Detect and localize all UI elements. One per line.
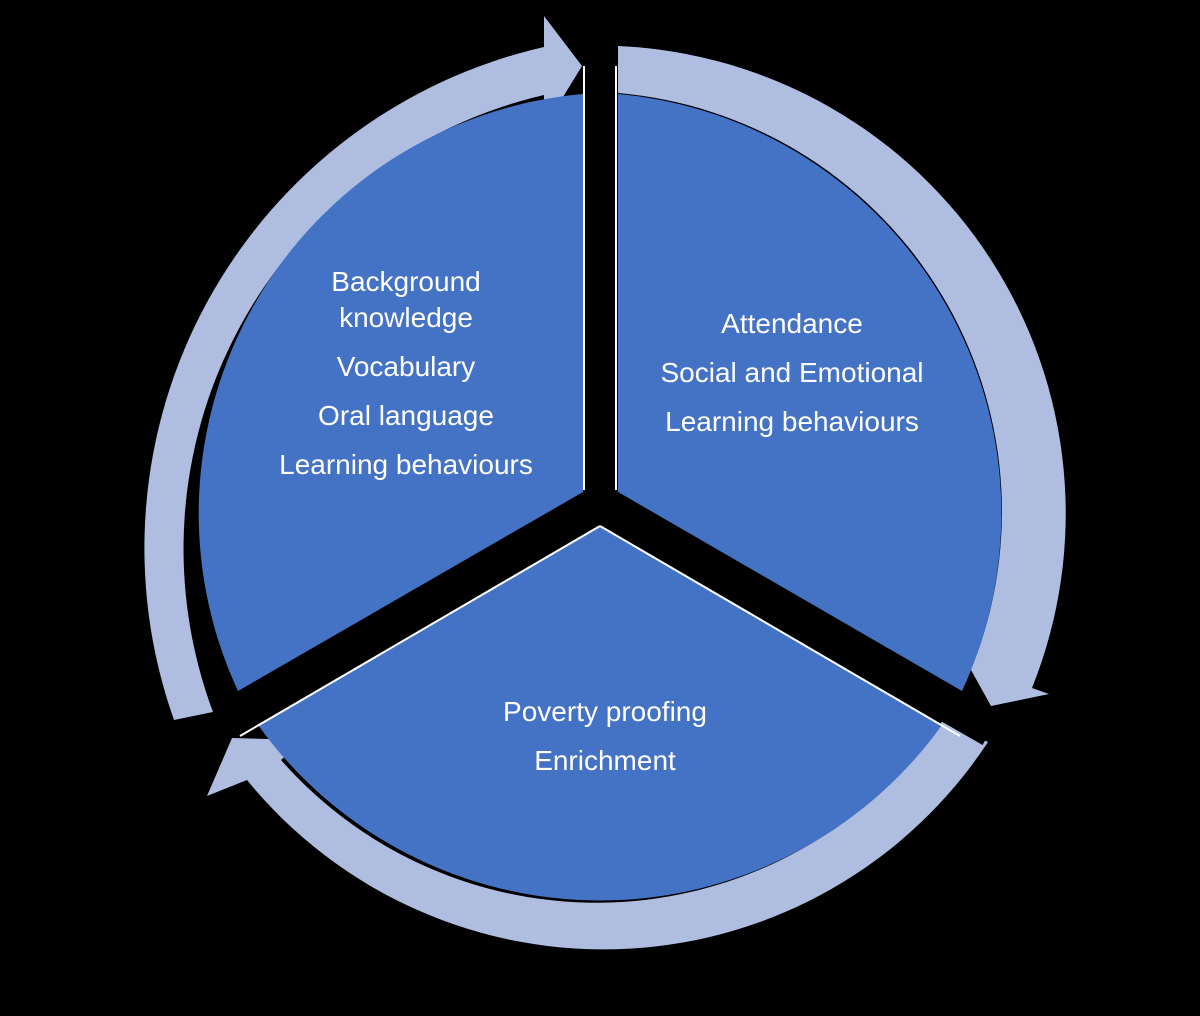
bottom-line-1: Poverty proofing — [503, 696, 707, 727]
upper-right-line-1: Attendance — [721, 308, 863, 339]
upper-left-line-4: Oral language — [318, 400, 494, 431]
upper-right-line-2: Social and Emotional — [660, 357, 923, 388]
separator-edge-right — [599, 525, 961, 737]
cycle-segments — [198, 94, 1002, 901]
upper-left-line-1: Background — [331, 266, 480, 297]
segment-bottom — [258, 525, 942, 901]
arrow-ring-left — [144, 16, 582, 720]
upper-left-line-3: Vocabulary — [337, 351, 476, 382]
segment-upper-right — [618, 94, 1002, 691]
arrow-ring-bottom — [207, 720, 988, 950]
upper-right-line-3: Learning behaviours — [665, 406, 919, 437]
upper-left-line-2: knowledge — [339, 302, 473, 333]
bottom-line-2: Enrichment — [534, 745, 676, 776]
segment-labels: Background knowledge Vocabulary Oral lan… — [279, 266, 923, 776]
segment-upper-left — [198, 94, 583, 691]
separator-left — [202, 494, 608, 746]
arrow-ring-right — [618, 46, 1066, 706]
cycle-arrows — [144, 16, 1066, 950]
segment-separators — [202, 40, 998, 746]
separator-right — [592, 494, 998, 746]
separator-edge-left — [239, 525, 601, 737]
upper-left-line-5: Learning behaviours — [279, 449, 533, 480]
